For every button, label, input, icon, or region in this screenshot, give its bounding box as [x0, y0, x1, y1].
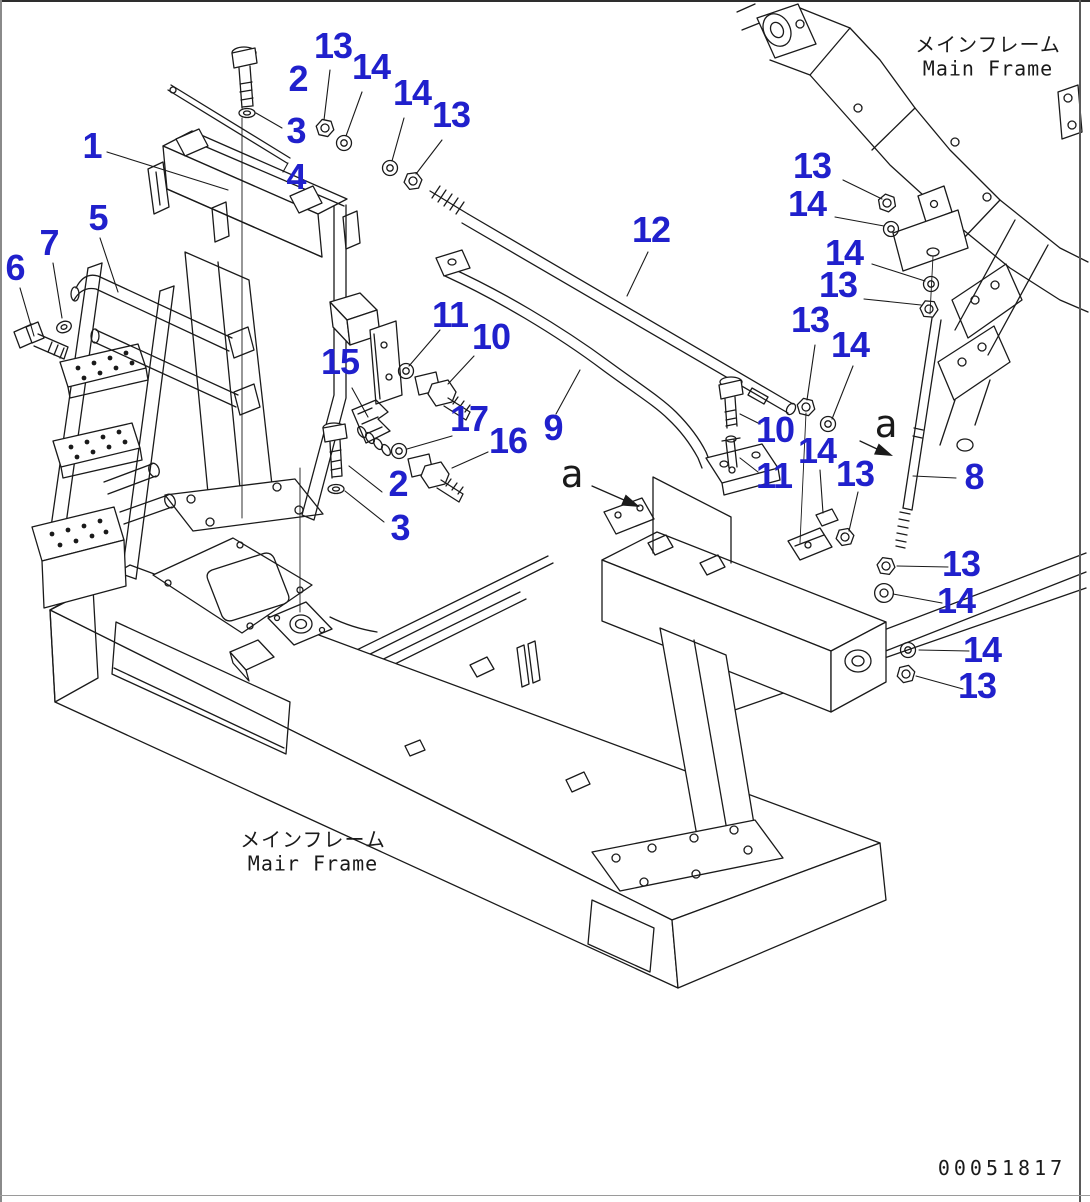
page-border-top — [0, 0, 1090, 2]
section-marker-a-1: a — [874, 402, 898, 446]
ladder — [32, 263, 177, 608]
frame-label-top-right-jp: メインフレーム — [915, 32, 1061, 57]
section-marker-a-0: a — [560, 452, 584, 496]
callout-part-13[interactable]: 13 — [792, 145, 832, 186]
callout-part-14[interactable]: 14 — [351, 46, 391, 87]
support-left-bracket — [148, 85, 360, 520]
callout-part-14[interactable]: 14 — [787, 183, 827, 224]
callout-part-13[interactable]: 13 — [941, 543, 981, 584]
callout-part-2[interactable]: 2 — [388, 463, 408, 504]
callout-part-13[interactable]: 13 — [790, 299, 830, 340]
bolt-and-washer-left — [14, 319, 73, 359]
support-left-pillar — [165, 252, 323, 531]
callout-part-3[interactable]: 3 — [286, 110, 306, 151]
callout-part-9[interactable]: 9 — [543, 407, 563, 448]
frame-label-bottom-left-en: Mair Frame — [247, 851, 379, 875]
doc-number: 00051817 — [937, 1156, 1067, 1180]
callout-part-14[interactable]: 14 — [962, 629, 1002, 670]
callout-part-13[interactable]: 13 — [431, 94, 471, 135]
callout-part-14[interactable]: 14 — [824, 232, 864, 273]
bolts-and-washers — [232, 47, 941, 685]
main-frame-fragment — [737, 4, 1088, 451]
callout-part-1[interactable]: 1 — [82, 125, 102, 166]
callout-part-15[interactable]: 15 — [320, 341, 360, 382]
callout-part-13[interactable]: 13 — [818, 264, 858, 305]
callout-part-17[interactable]: 17 — [449, 398, 489, 439]
page-border-bottom — [0, 1195, 1090, 1196]
callout-part-14[interactable]: 14 — [797, 430, 837, 471]
callout-part-14[interactable]: 14 — [936, 580, 976, 621]
page-border-left — [0, 0, 2, 1202]
callout-part-13[interactable]: 13 — [313, 25, 353, 66]
handrail-9 — [436, 250, 780, 495]
callout-part-8[interactable]: 8 — [964, 456, 984, 497]
callout-part-5[interactable]: 5 — [88, 197, 108, 238]
frame-label-top-right: メインフレーム Main Frame — [915, 33, 1061, 80]
support-right — [592, 498, 886, 891]
handrail-left — [71, 275, 260, 415]
frame-label-bottom-left: メインフレーム Mair Frame — [240, 828, 386, 875]
main-frame-beam — [50, 538, 886, 988]
frame-label-top-right-en: Main Frame — [922, 56, 1054, 80]
callout-part-14[interactable]: 14 — [830, 324, 870, 365]
callout-part-14[interactable]: 14 — [392, 72, 432, 113]
section-marks — [592, 441, 893, 563]
frame-label-bottom-left-jp: メインフレーム — [240, 827, 386, 852]
callout-part-13[interactable]: 13 — [835, 453, 875, 494]
callout-part-10[interactable]: 10 — [471, 316, 511, 357]
callout-part-11[interactable]: 11 — [431, 294, 469, 335]
callout-part-3[interactable]: 3 — [390, 507, 410, 548]
callout-part-16[interactable]: 16 — [488, 420, 528, 461]
callout-part-7[interactable]: 7 — [39, 222, 59, 263]
bracket-15-cluster — [330, 293, 402, 457]
callout-part-13[interactable]: 13 — [957, 665, 997, 706]
callout-part-12[interactable]: 12 — [631, 209, 671, 250]
callout-part-11[interactable]: 11 — [755, 455, 793, 496]
callout-part-4[interactable]: 4 — [286, 156, 306, 197]
callout-part-6[interactable]: 6 — [5, 247, 25, 288]
callout-part-2[interactable]: 2 — [288, 58, 308, 99]
page-border-right — [1079, 0, 1081, 1202]
leader-lines — [20, 70, 969, 689]
callout-part-10[interactable]: 10 — [755, 409, 795, 450]
centerlines — [242, 118, 933, 612]
